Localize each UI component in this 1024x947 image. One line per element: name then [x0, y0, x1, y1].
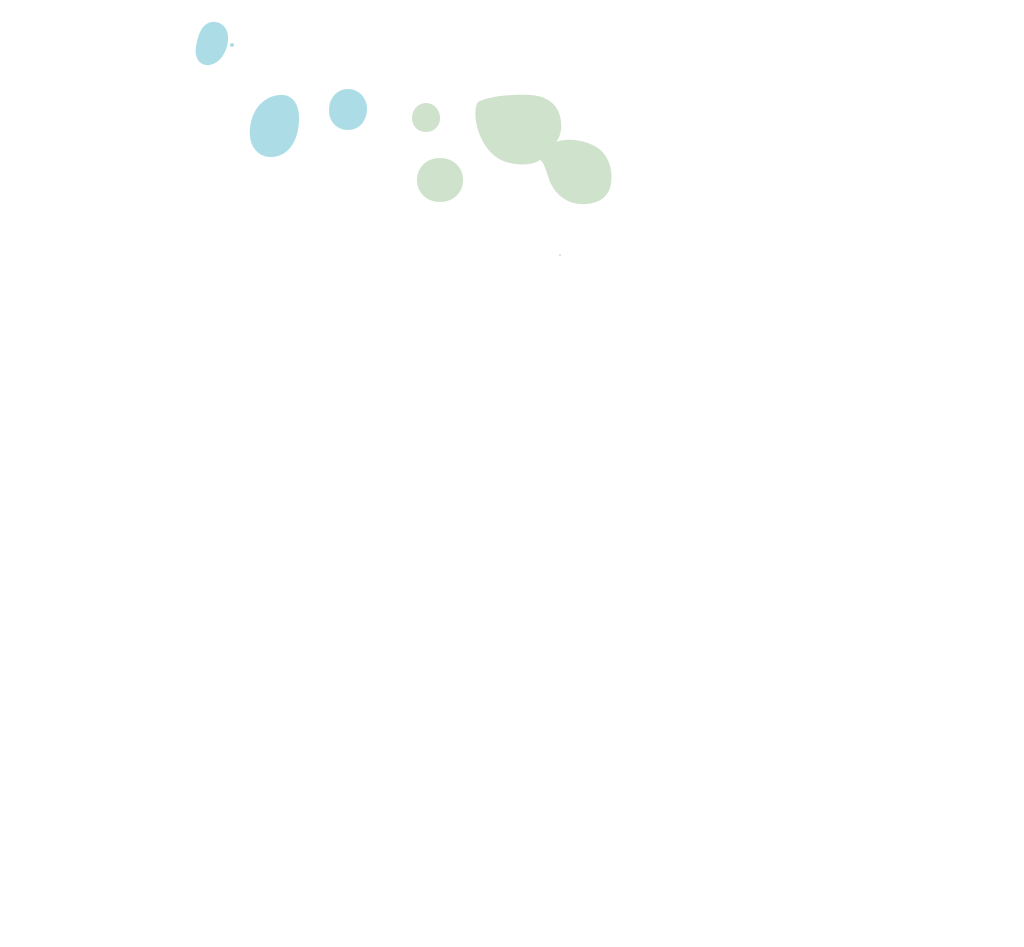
green-blob-round — [417, 158, 463, 202]
blue-speck — [230, 43, 234, 47]
blue-blob-small-top — [195, 21, 229, 66]
blue-blob-large — [249, 94, 300, 158]
blue-blob-medium — [329, 89, 367, 130]
green-blob-small — [412, 103, 440, 132]
green-speck — [559, 254, 561, 256]
green-blob-cluster — [475, 94, 612, 205]
